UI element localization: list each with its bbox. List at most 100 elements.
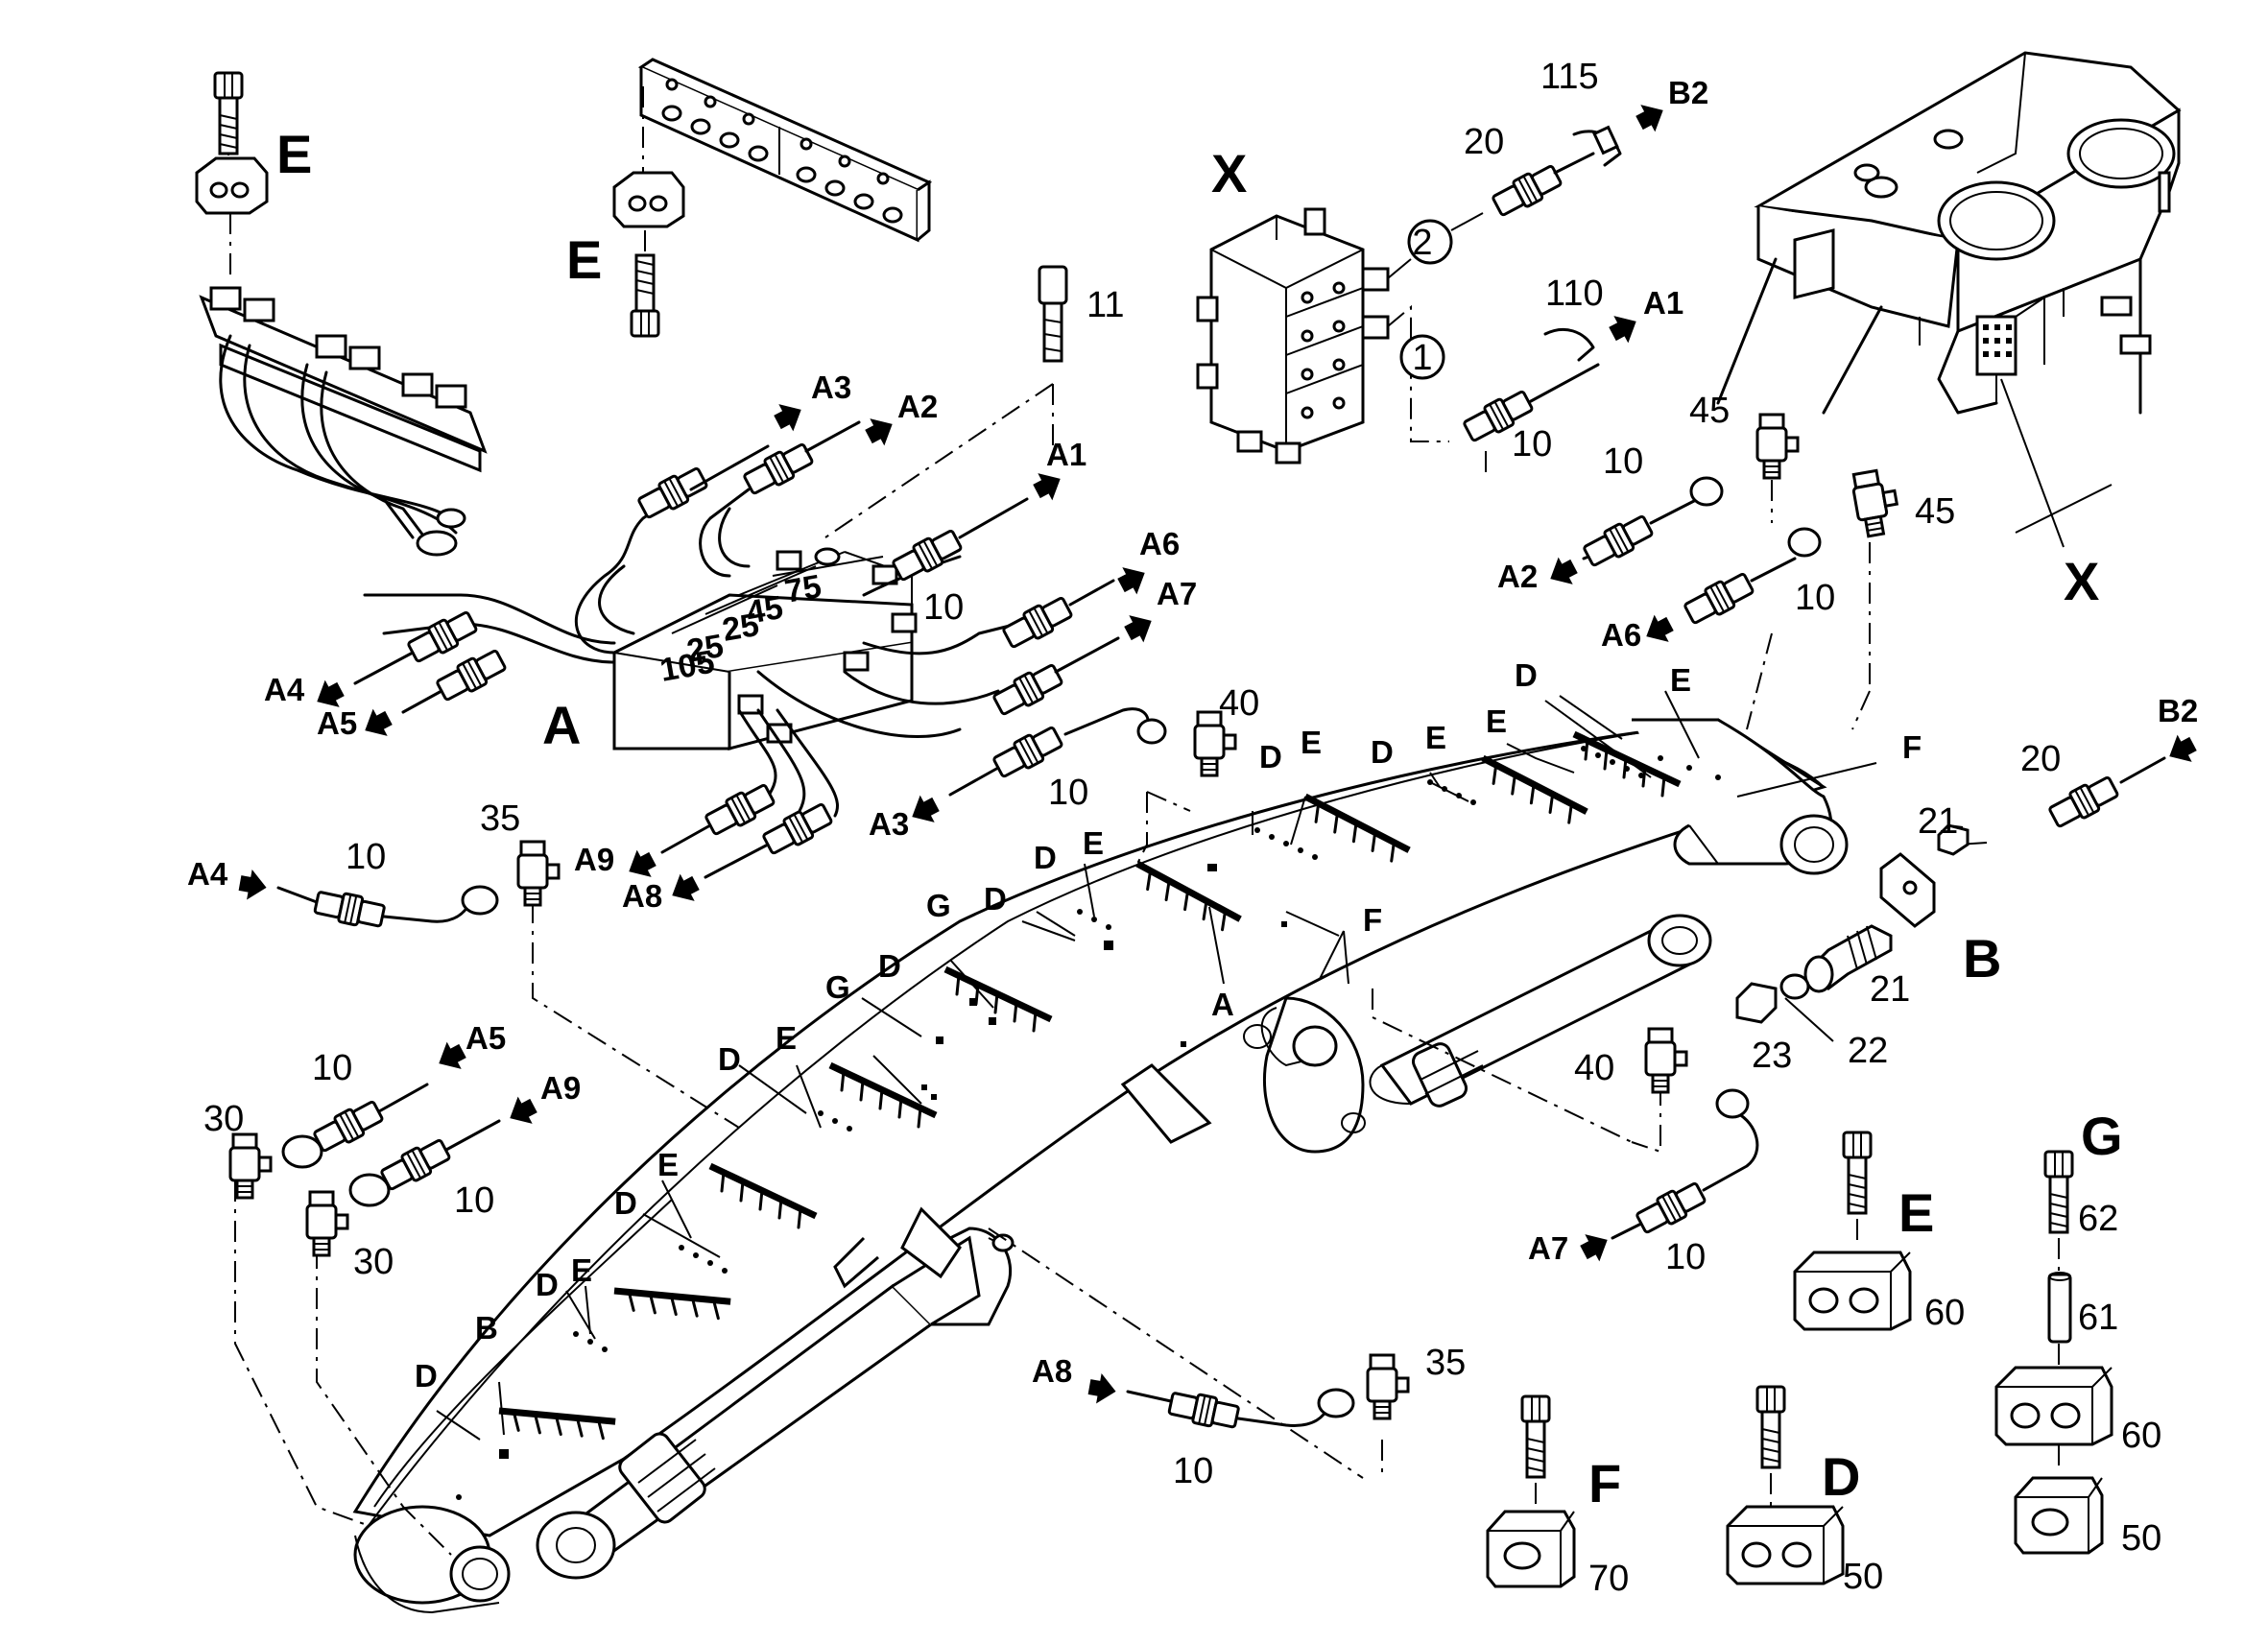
label-a2-top: A2 (897, 389, 938, 424)
label-20-top: 20 (1464, 122, 1504, 162)
label-x-frame: X (2064, 551, 2099, 611)
clamp-rail-topcenter (612, 58, 933, 338)
arrow-a3-top (770, 395, 809, 437)
label-a9-mid: A9 (574, 842, 614, 877)
legend-clamp-e (1793, 1131, 1912, 1331)
hoses-block-a (363, 488, 1019, 846)
tee-fitting-45a (1755, 413, 1800, 480)
label-d-7: D (718, 1041, 741, 1077)
label-10-a7: 10 (1665, 1237, 1706, 1277)
valve-bank-assembly-topleft (195, 71, 488, 557)
label-40-right: 40 (1574, 1048, 1614, 1088)
hose-line-a4 (237, 868, 499, 932)
label-a7-mid: A7 (1157, 576, 1197, 611)
label-a6-mid: A6 (1139, 526, 1180, 561)
label-a1-top: A1 (1643, 285, 1683, 321)
tee-fitting-35-top (516, 840, 561, 907)
label-d-10: D (415, 1358, 438, 1394)
labels: E E X X 115 B2 20 2 110 A1 1 10 11 A3 A2… (187, 57, 2198, 1599)
label-a4-line: A4 (187, 856, 228, 892)
label-11: 11 (1086, 285, 1124, 325)
label-d-2: D (1371, 734, 1394, 770)
hose-fitting-115 (1489, 96, 1671, 221)
label-61: 61 (2078, 1298, 2118, 1338)
dashed-leaders (234, 791, 1661, 1556)
label-21-b: 21 (1870, 969, 1910, 1010)
label-60-e: 60 (1924, 1293, 1965, 1333)
block-label-45: 45 (744, 589, 786, 631)
hose-fitting-110 (1460, 307, 1644, 446)
label-e-5: E (1083, 825, 1104, 861)
label-10-a8: 10 (1173, 1451, 1213, 1491)
label-b-boom: B (475, 1310, 498, 1346)
arrow-a6-mid (1113, 559, 1153, 600)
legend-clamp-f (1486, 1394, 1576, 1588)
label-a3-mid: A3 (869, 806, 909, 842)
label-a5-left: A5 (317, 705, 357, 741)
label-e-3: E (1425, 720, 1446, 755)
label-e-legend: E (1898, 1182, 1934, 1243)
arrow-a8-mid (664, 869, 704, 910)
label-30-b: 30 (353, 1242, 394, 1282)
label-g-1: G (926, 888, 951, 923)
label-d-9: D (536, 1267, 559, 1302)
label-d-legend: D (1822, 1446, 1860, 1507)
tee-fitting-30b (305, 1190, 349, 1257)
label-a8-mid: A8 (622, 878, 662, 914)
label-b2-right: B2 (2158, 693, 2198, 728)
label-e-topleft: E (276, 124, 312, 184)
label-30-a: 30 (203, 1099, 244, 1139)
label-a4-left: A4 (264, 672, 305, 707)
label-110: 110 (1545, 274, 1604, 314)
distribution-block-a (612, 547, 918, 751)
boom-cylinder-lower (536, 1206, 981, 1580)
label-d-1: D (1515, 657, 1538, 693)
label-35-bottom: 35 (1425, 1343, 1466, 1383)
label-e-7: E (657, 1147, 679, 1182)
label-a3-top: A3 (811, 369, 851, 405)
hose-line-a5 (281, 1036, 470, 1169)
label-62: 62 (2078, 1199, 2118, 1239)
boom-cylinder-upper (1243, 914, 1712, 1154)
label-40-top: 40 (1219, 683, 1259, 724)
label-g-2: G (825, 969, 850, 1005)
label-a1-mid: A1 (1046, 437, 1086, 472)
label-e-1: E (1670, 662, 1691, 698)
label-10-a2: 10 (1603, 441, 1643, 482)
label-f-legend: F (1588, 1453, 1621, 1513)
label-a7-right: A7 (1528, 1230, 1568, 1266)
label-e-8: E (571, 1252, 592, 1288)
legend-clamp-g (1994, 1150, 2113, 1555)
arrow-a2-top (861, 410, 900, 451)
label-10-a4: 10 (346, 837, 386, 877)
label-20-right: 20 (2020, 739, 2061, 779)
label-d-8: D (614, 1185, 637, 1221)
tee-fitting-45b (1849, 466, 1903, 539)
hose-line-a9 (348, 1091, 541, 1207)
hose-line-a7 (1576, 1088, 1759, 1267)
label-b-big: B (1963, 928, 2001, 989)
label-115: 115 (1540, 57, 1599, 97)
label-a9-line: A9 (540, 1070, 581, 1106)
label-a-block: A (542, 695, 581, 755)
block-label-75: 75 (782, 568, 824, 610)
legend-clamp-d (1726, 1385, 1845, 1585)
label-35-top: 35 (480, 798, 520, 839)
label-f-2: F (1902, 729, 1922, 765)
detail-b (1735, 729, 2201, 1042)
main-boom (352, 718, 1849, 1614)
tee-fitting-40-right (1644, 1027, 1688, 1094)
label-60-g: 60 (2121, 1416, 2161, 1456)
tee-fitting-35-bottom (1366, 1353, 1410, 1420)
label-e-4: E (1301, 725, 1322, 760)
label-e-6: E (776, 1020, 797, 1056)
label-x-valve: X (1211, 143, 1247, 203)
label-45-a: 45 (1689, 391, 1730, 431)
label-50-d: 50 (1843, 1557, 1883, 1597)
callout-2-text: 2 (1412, 223, 1432, 263)
label-10-block: 10 (923, 587, 964, 628)
label-50-g: 50 (2121, 1518, 2161, 1559)
leader-lines (436, 690, 1877, 1441)
label-21-a: 21 (1918, 801, 1958, 842)
